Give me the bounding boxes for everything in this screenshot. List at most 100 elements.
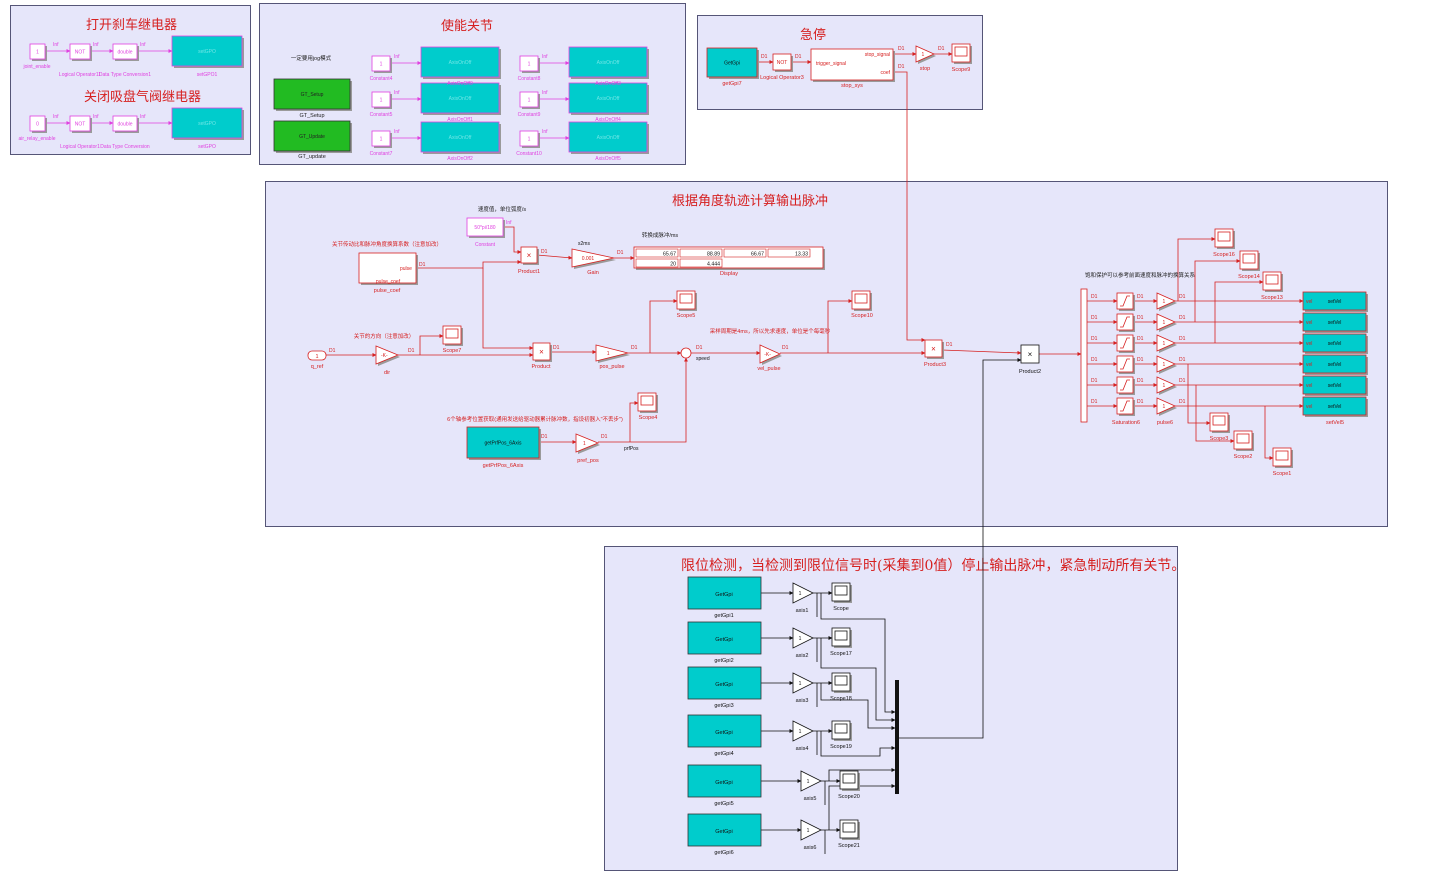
block-name: getGpi5 <box>714 801 733 807</box>
getgpi-block[interactable] <box>687 813 762 847</box>
getgpi-block[interactable] <box>687 666 762 700</box>
signal-label: D1 <box>419 262 426 268</box>
block-name: vel_pulse <box>757 366 780 372</box>
port-label: vel <box>1306 404 1312 410</box>
pref-pos-gain[interactable] <box>575 433 600 453</box>
pulse-gain[interactable] <box>1156 292 1176 310</box>
block-name: Product1 <box>518 269 540 275</box>
gain-text: 1 <box>799 729 802 735</box>
axisonoff-block[interactable] <box>568 82 648 114</box>
signal-line <box>1264 406 1274 460</box>
constant-block[interactable] <box>371 130 391 147</box>
pulse-coef-block[interactable] <box>358 252 417 284</box>
axisonoff-block[interactable] <box>420 82 500 114</box>
axis-gain[interactable] <box>800 819 822 841</box>
dir-gain[interactable] <box>375 345 400 365</box>
getgpi-block[interactable] <box>687 576 762 610</box>
product3-block <box>924 339 943 358</box>
demux-bar <box>1080 288 1088 423</box>
constant-block[interactable] <box>371 55 391 72</box>
axisonoff-block[interactable] <box>420 121 500 153</box>
setvel-block[interactable] <box>1302 375 1367 395</box>
gain-text: 1 <box>807 779 810 785</box>
constant-block[interactable] <box>519 55 539 72</box>
setvel-block[interactable] <box>1302 333 1367 353</box>
block-text: GetGpi <box>715 780 732 786</box>
signal-label: D1 <box>1137 399 1144 405</box>
axis-gain[interactable] <box>792 582 814 604</box>
logical-operator[interactable] <box>69 115 91 132</box>
block-text: GetGpi <box>715 730 732 736</box>
axis-gain[interactable] <box>792 672 814 694</box>
gt-update-block[interactable] <box>273 120 351 152</box>
setvel-block[interactable] <box>1302 291 1367 311</box>
getgpi-block[interactable] <box>687 621 762 655</box>
getgpi-block[interactable] <box>687 714 762 748</box>
axis-gain[interactable] <box>800 770 822 792</box>
signal-line <box>820 638 896 722</box>
setvel-block[interactable] <box>1302 312 1367 332</box>
logical-operator[interactable] <box>69 43 91 60</box>
signal-label: D1 <box>553 345 560 351</box>
gain-text: 1 <box>807 828 810 834</box>
block-name: Constant5 <box>370 112 393 118</box>
getprfpos-block[interactable] <box>466 426 540 459</box>
block-name: Scope2 <box>1234 454 1253 460</box>
constant-block[interactable] <box>519 130 539 147</box>
gain-block[interactable] <box>571 248 615 268</box>
axis-gain[interactable] <box>792 627 814 649</box>
axisonoff-block[interactable] <box>568 121 648 153</box>
prfpos-note: 6个轴参考位置获取(通用发送给驱动器累计脉冲数，指设初器入"不丢步") <box>447 415 623 423</box>
constant-block[interactable] <box>371 91 391 108</box>
constant-block[interactable] <box>29 43 46 60</box>
pulse-gain[interactable] <box>1156 355 1176 373</box>
getgpi-block[interactable] <box>687 764 762 798</box>
block-name: air_relay_enable <box>19 136 56 142</box>
block-name: setGPO <box>198 144 216 150</box>
block-name: Logical Operator3 <box>760 75 804 81</box>
axis-gain[interactable] <box>792 720 814 742</box>
port-label: vel <box>1306 299 1312 305</box>
type-conversion[interactable] <box>112 43 138 60</box>
pulse-gain[interactable] <box>1156 334 1176 352</box>
axisonoff-block[interactable] <box>420 46 500 78</box>
signal-label: D1 <box>541 434 548 440</box>
setgpo-block[interactable] <box>171 35 243 67</box>
stop-sys-block[interactable] <box>810 48 894 81</box>
pulse-gain[interactable] <box>1156 376 1176 394</box>
getgpi7-block-text: GetGpi <box>724 61 740 67</box>
constant-block[interactable] <box>29 115 46 132</box>
gain-text: 1 <box>799 636 802 642</box>
stop-gain-text: 1 <box>921 52 924 58</box>
not-block[interactable] <box>772 53 792 71</box>
pulse-gain[interactable] <box>1156 313 1176 331</box>
signal-label: D1 <box>782 345 789 351</box>
setgpo-block[interactable] <box>171 107 243 139</box>
signal-line <box>820 683 896 730</box>
setvel-block[interactable] <box>1302 354 1367 374</box>
pulse-gain[interactable] <box>1156 397 1176 415</box>
block-name: Scope5 <box>677 313 696 319</box>
sum-block[interactable] <box>680 347 692 359</box>
stop-gain[interactable] <box>915 45 935 63</box>
block-name: getGpi6 <box>714 850 733 856</box>
port-label: vel <box>1306 362 1312 368</box>
pos-pulse-gain[interactable] <box>595 344 629 362</box>
getgpi7-block[interactable] <box>706 47 758 78</box>
signal-label: Inf <box>506 220 512 226</box>
speed-constant-text: 50*pi/180 <box>474 225 495 231</box>
type-conversion[interactable] <box>112 115 138 132</box>
block-name: AxisOnOff5 <box>595 156 621 162</box>
q-ref-inport[interactable] <box>307 350 327 361</box>
signal-line <box>649 299 678 353</box>
gt-setup-block[interactable] <box>273 78 351 110</box>
signal-label: D1 <box>1137 378 1144 384</box>
signal-line <box>482 268 534 350</box>
constant-block[interactable] <box>519 91 539 108</box>
product2-block[interactable] <box>1020 344 1040 364</box>
speed-constant[interactable] <box>466 217 504 237</box>
setvel-block[interactable] <box>1302 396 1367 416</box>
axisonoff-block[interactable] <box>568 46 648 78</box>
vel-pulse-gain[interactable] <box>759 344 781 364</box>
